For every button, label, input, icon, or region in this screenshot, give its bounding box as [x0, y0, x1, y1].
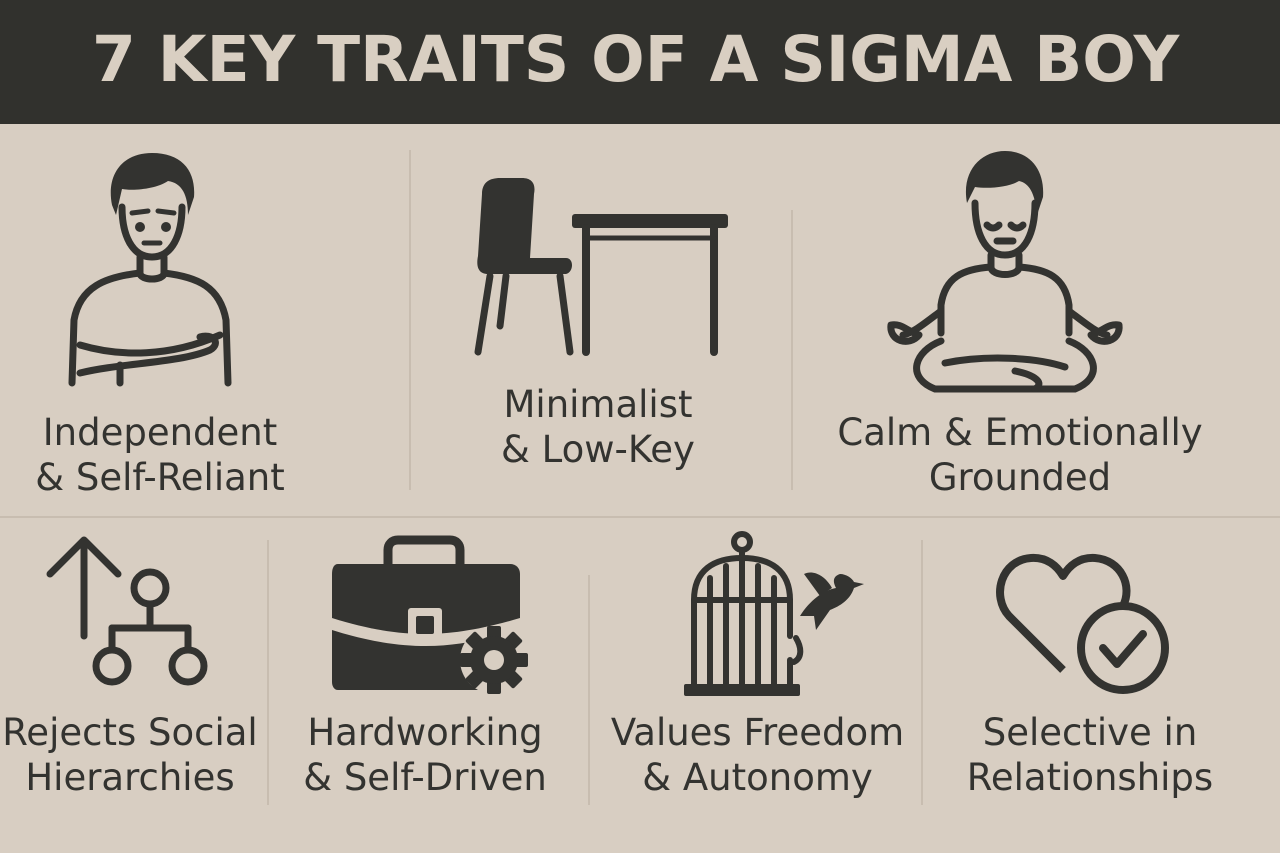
page-title: 7 KEY TRAITS OF A SIGMA BOY — [92, 23, 1180, 96]
chair-and-table-icon — [474, 178, 728, 356]
trait-label: Values Freedom & Autonomy — [610, 711, 905, 799]
trait-label: Rejects Social Hierarchies — [2, 711, 258, 799]
column-divider — [588, 575, 590, 805]
trait-label: Independent & Self-Reliant — [35, 411, 285, 499]
row-divider — [0, 516, 1280, 518]
arrow-hierarchy-icon — [46, 536, 208, 686]
birdcage-bird-icon — [684, 531, 864, 696]
trait-label: Selective in Relationships — [966, 711, 1214, 799]
briefcase-gear-icon — [332, 535, 528, 694]
trait-label: Hardworking & Self-Driven — [303, 711, 547, 799]
column-divider — [921, 540, 923, 805]
column-divider — [267, 540, 269, 805]
column-divider — [409, 150, 411, 490]
column-divider — [791, 210, 793, 490]
heart-check-icon — [996, 553, 1169, 694]
trait-label: Minimalist & Low-Key — [501, 383, 695, 471]
meditating-person-icon — [887, 151, 1123, 393]
title-banner: 7 KEY TRAITS OF A SIGMA BOY — [0, 0, 1280, 124]
person-arms-crossed-icon — [68, 153, 232, 387]
trait-label: Calm & Emotionally Grounded — [837, 411, 1203, 499]
